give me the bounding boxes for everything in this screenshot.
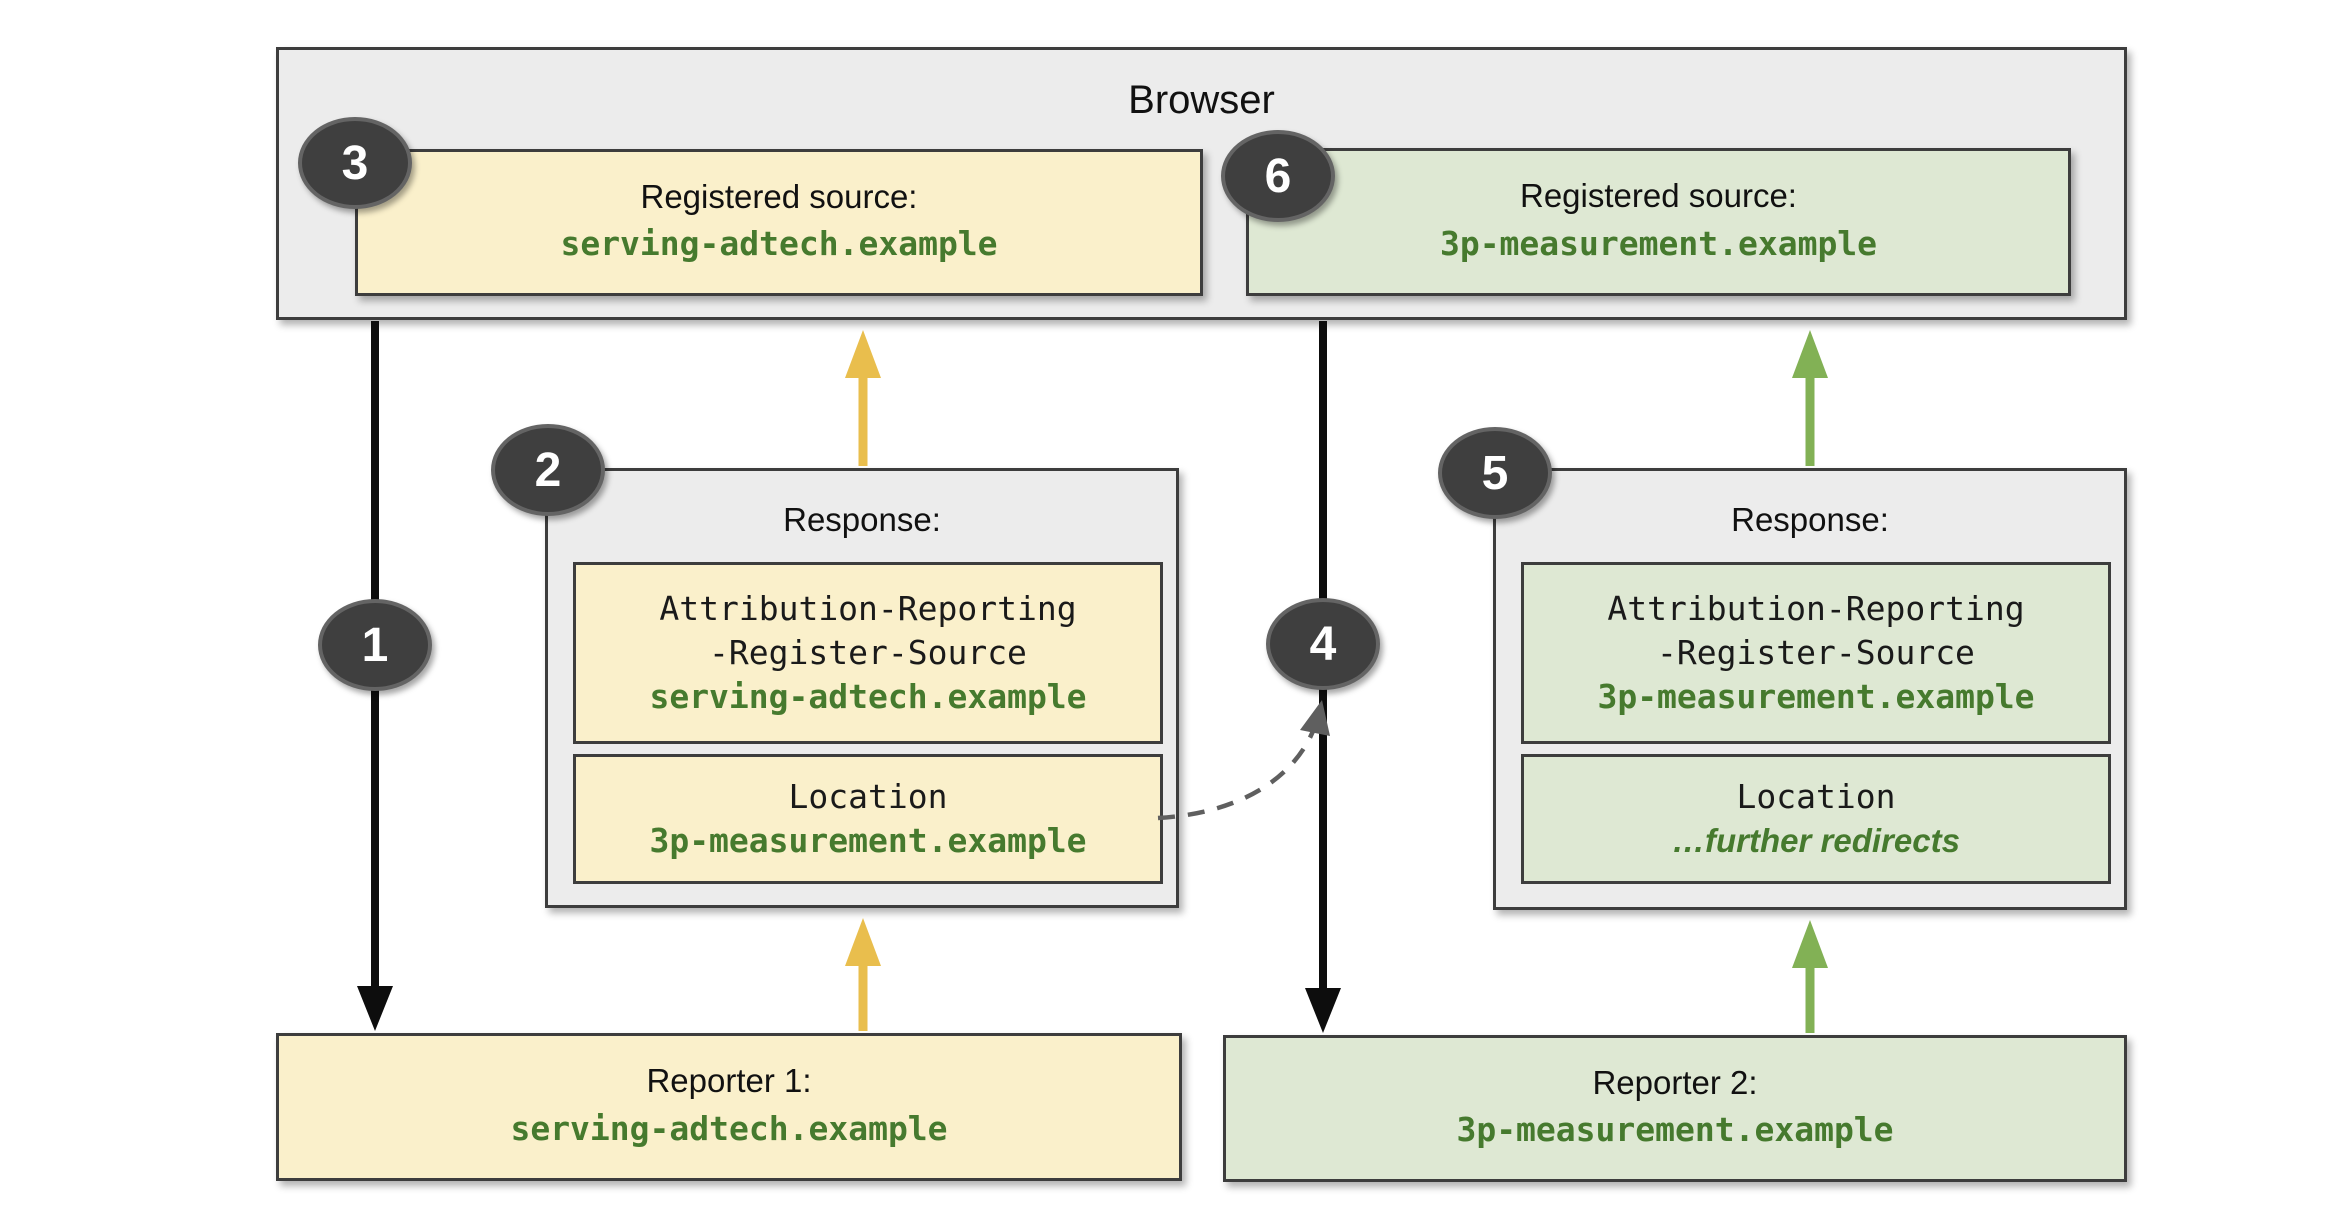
reporter-1-box: Reporter 1: serving-adtech.example	[276, 1033, 1182, 1181]
response-2-location-label: Location	[1736, 777, 1896, 816]
browser-box: Browser Registered source: serving-adtec…	[276, 47, 2127, 320]
redirect-dashed-arrow	[1157, 700, 1330, 821]
response-1-header-name-line1: Attribution-Reporting	[659, 589, 1077, 628]
response-2-header-name-line2: -Register-Source	[1657, 633, 1975, 672]
response-1-location-box: Location 3p-measurement.example	[573, 754, 1163, 884]
registered-source-1-label: Registered source:	[640, 177, 918, 215]
registered-source-2-domain: 3p-measurement.example	[1439, 223, 1878, 263]
response-2-location-value: …further redirects	[1672, 822, 1960, 859]
reporter-1-domain: serving-adtech.example	[510, 1108, 948, 1148]
response-1-register-source-box: Attribution-Reporting -Register-Source s…	[573, 562, 1163, 744]
response-2-header-value: 3p-measurement.example	[1597, 677, 2035, 716]
reporter-1-label: Reporter 1:	[646, 1062, 812, 1100]
step-badge-5: 5	[1438, 427, 1552, 519]
response-1-box: Response: Attribution-Reporting -Registe…	[545, 468, 1179, 908]
response-2-header-name-line1: Attribution-Reporting	[1607, 589, 2025, 628]
response-1-location-value: 3p-measurement.example	[649, 821, 1087, 860]
response-arrow-green-upper	[1792, 330, 1828, 466]
response-arrow-yellow-lower	[845, 918, 881, 1031]
step-badge-6: 6	[1221, 130, 1335, 222]
reporter-2-domain: 3p-measurement.example	[1456, 1110, 1894, 1150]
registered-source-2-label: Registered source:	[1520, 177, 1797, 215]
registered-source-2-box: Registered source: 3p-measurement.exampl…	[1246, 148, 2071, 296]
reporter-2-label: Reporter 2:	[1592, 1063, 1758, 1101]
response-2-label: Response:	[1731, 501, 1889, 538]
response-2-box: Response: Attribution-Reporting -Registe…	[1493, 468, 2127, 910]
response-1-header-value: serving-adtech.example	[649, 677, 1087, 716]
step-badge-4: 4	[1266, 598, 1380, 690]
step-badge-2: 2	[491, 424, 605, 516]
response-1-label: Response:	[783, 501, 941, 538]
step-badge-3: 3	[298, 117, 412, 209]
reporter-2-box: Reporter 2: 3p-measurement.example	[1223, 1035, 2127, 1182]
browser-title: Browser	[1128, 78, 1275, 122]
response-arrow-yellow-upper	[845, 330, 881, 466]
response-1-location-label: Location	[788, 777, 948, 816]
response-2-location-box: Location …further redirects	[1521, 754, 2111, 884]
response-2-register-source-box: Attribution-Reporting -Register-Source 3…	[1521, 562, 2111, 744]
response-1-header-name-line2: -Register-Source	[709, 633, 1027, 672]
registered-source-1-box: Registered source: serving-adtech.exampl…	[355, 149, 1203, 296]
registered-source-1-domain: serving-adtech.example	[560, 224, 998, 264]
response-arrow-green-lower	[1792, 920, 1828, 1033]
step-badge-1: 1	[318, 599, 432, 691]
